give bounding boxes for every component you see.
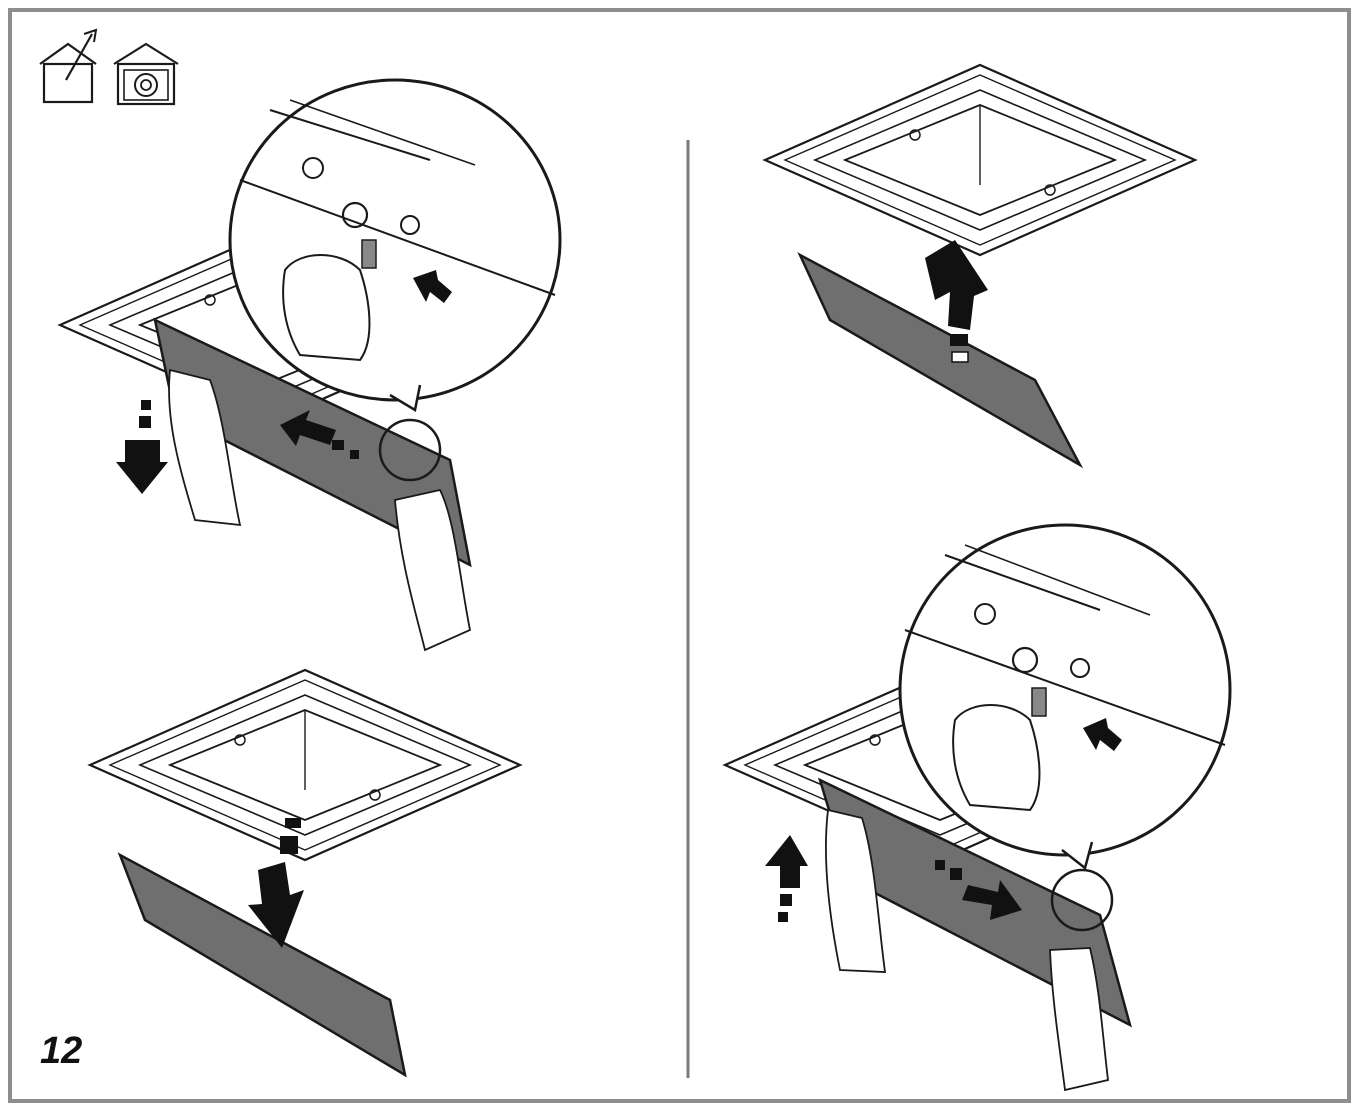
panel-reinstall-latch-close — [723, 523, 1232, 1092]
latch-highlight — [378, 418, 442, 482]
down-arrow — [248, 818, 304, 948]
panel-remove-latch-release — [58, 78, 562, 652]
right-hand — [394, 488, 472, 652]
left-hand — [825, 808, 887, 973]
panel-lower-filter — [88, 668, 522, 1078]
filter-panel — [117, 852, 407, 1078]
right-hand — [1049, 947, 1109, 1092]
slide-right-arrow — [935, 860, 1022, 920]
up-arrow — [925, 240, 988, 363]
down-arrow — [116, 400, 168, 494]
latch-highlight — [1050, 868, 1114, 932]
panel-lift-filter-out — [763, 63, 1197, 469]
push-arrow — [1083, 718, 1122, 751]
zoom-callout — [898, 523, 1232, 871]
figure-number: 12 — [40, 1030, 83, 1072]
left-hand — [168, 368, 242, 527]
slide-left-arrow — [280, 410, 336, 446]
house-duct-icon — [39, 28, 98, 104]
push-arrow — [413, 270, 452, 303]
up-arrow — [765, 835, 808, 922]
zoom-callout — [228, 78, 562, 412]
house-recirculation-icon — [113, 42, 179, 106]
